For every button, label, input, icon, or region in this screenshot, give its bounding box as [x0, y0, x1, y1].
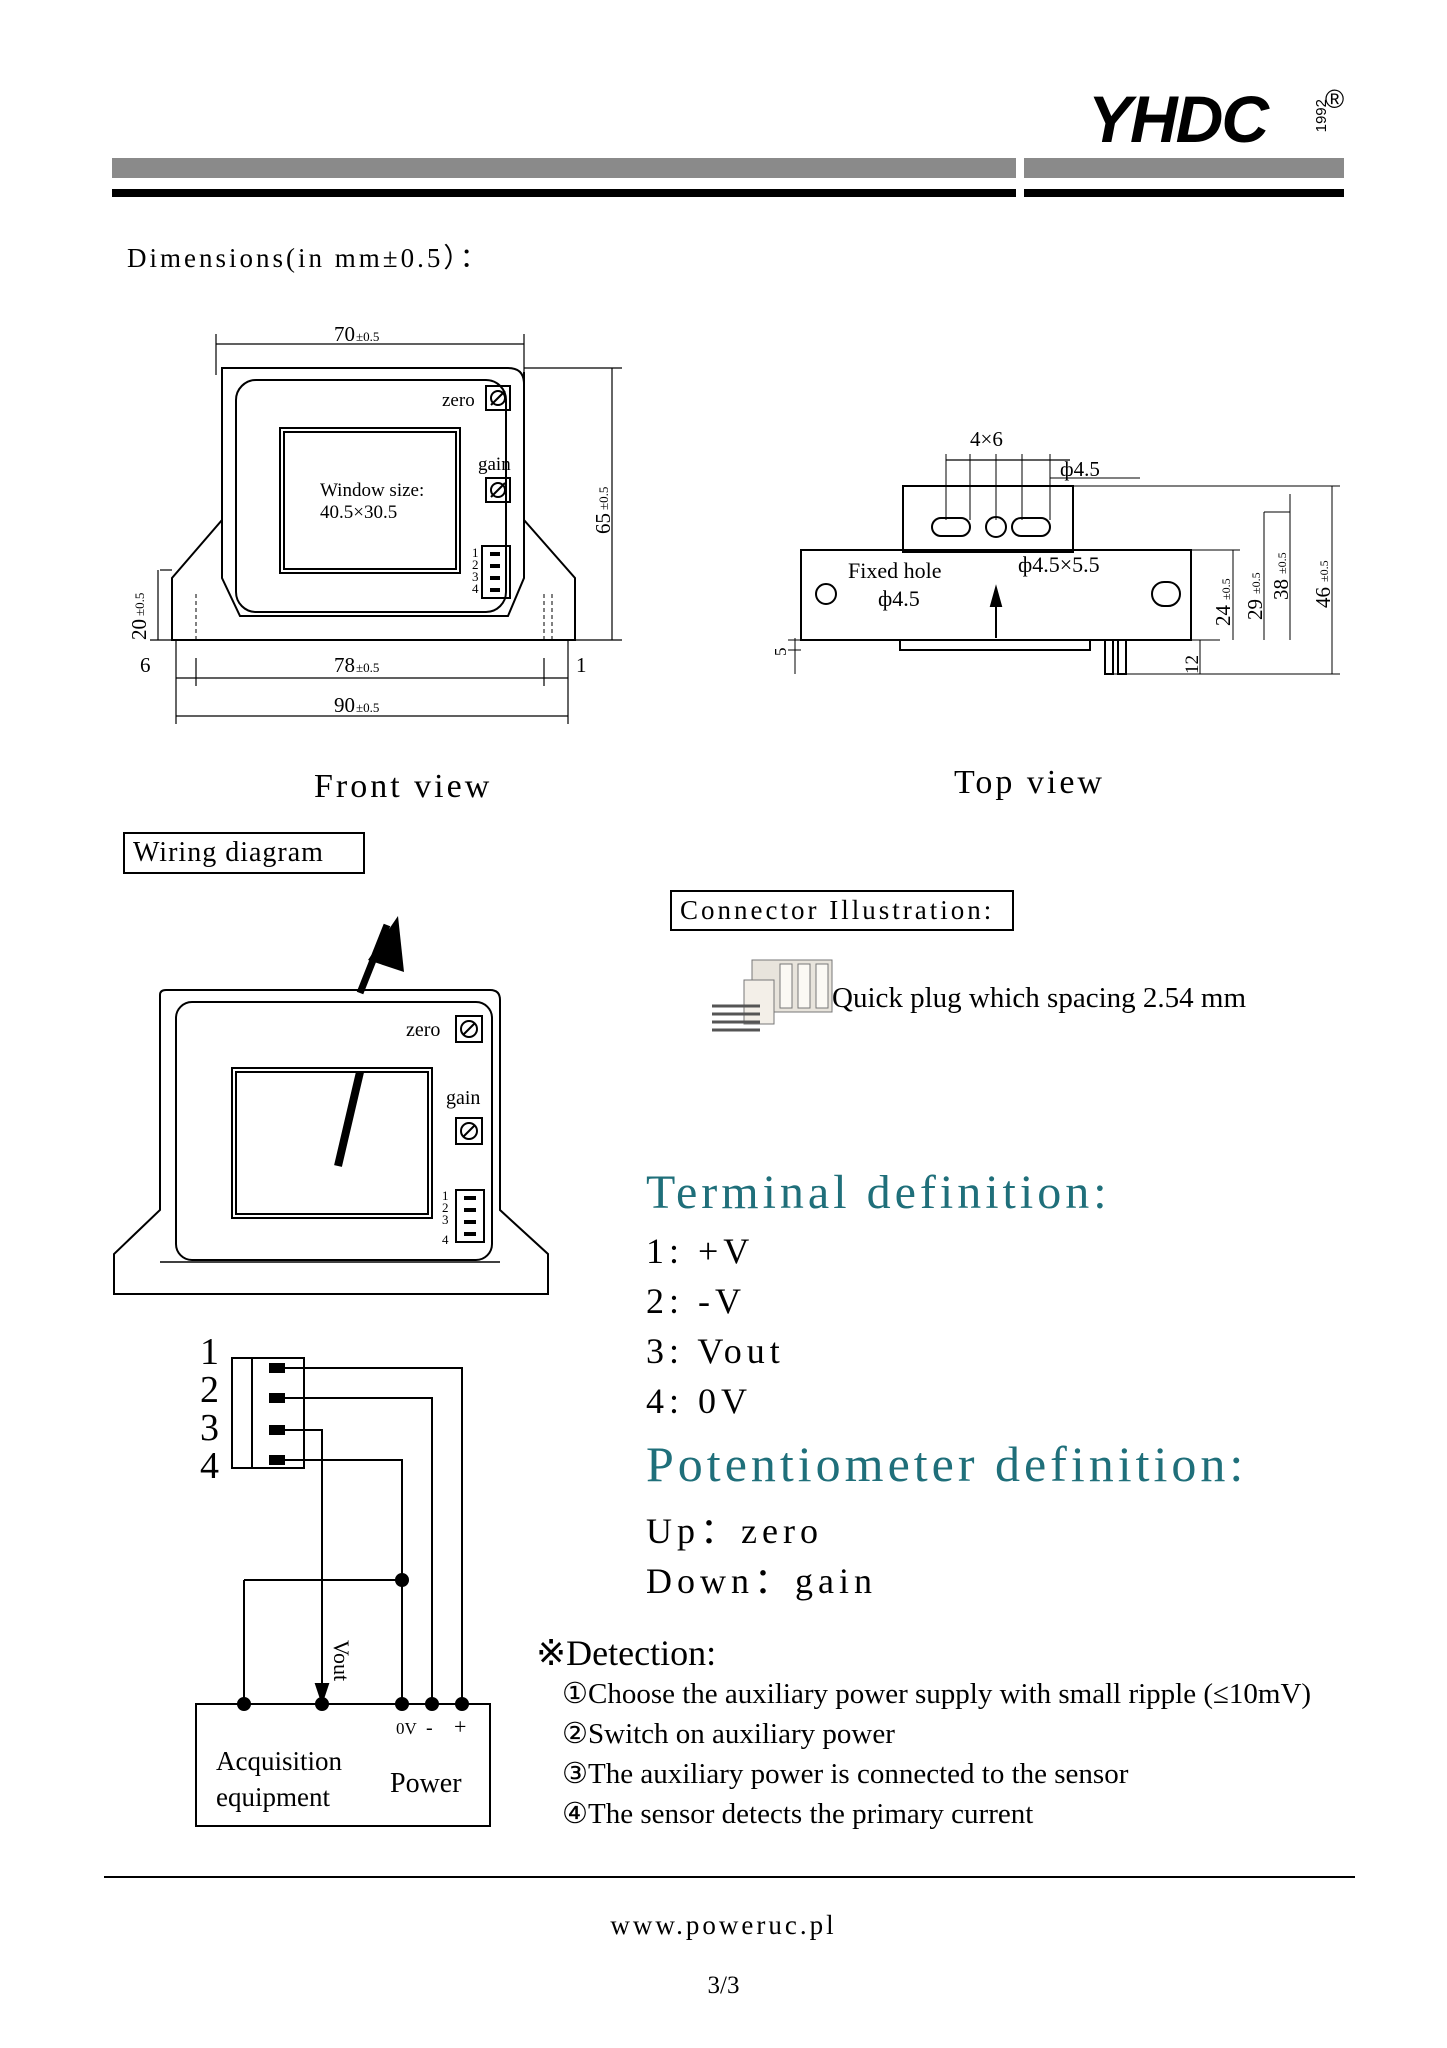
terminal-item-4: 4: 0V [646, 1381, 752, 1421]
dim-12: 12 [1182, 655, 1203, 674]
terminal-definition-title: Terminal definition: [646, 1166, 1111, 1219]
schematic-pin-4: 4 [200, 1445, 219, 1487]
dim-29: 29 [1243, 599, 1267, 620]
detection-step-3: ③The auxiliary power is connected to the… [562, 1758, 1129, 1790]
header-band-grey-left [112, 158, 1016, 178]
zero-label-front: zero [442, 390, 475, 411]
dim-70: 70 [334, 322, 355, 346]
dim-70-tol: ±0.5 [356, 329, 379, 344]
power-0v-label: 0V [396, 1719, 418, 1738]
terminal-item-2: 2: -V [646, 1281, 746, 1321]
pin-1: 1 [472, 545, 479, 560]
dim-46-tol: ±0.5 [1317, 560, 1331, 582]
front-view-label: Front view [314, 768, 493, 805]
schematic-pin-2: 2 [200, 1369, 219, 1411]
wiring-pin-small-2: 2 [442, 1200, 449, 1215]
dim-90-tol: ±0.5 [356, 700, 379, 715]
potentiometer-item-down: Down：gain [646, 1561, 877, 1601]
registered-mark: ® [1325, 84, 1345, 114]
gain-label-front: gain [478, 454, 511, 475]
detection-step-4: ④The sensor detects the primary current [562, 1798, 1034, 1830]
zero-label-wiring: zero [406, 1019, 440, 1041]
dimensions-title: Dimensions(in mm±0.5）： [127, 243, 490, 273]
power-label: Power [390, 1768, 462, 1799]
footer-url: www.poweruc.pl [610, 1910, 837, 1940]
wiring-drawing [113, 916, 549, 1827]
acquisition-label-1: Acquisition [216, 1746, 342, 1776]
connector-description: Quick plug which spacing 2.54 mm [832, 982, 1247, 1014]
top-view-drawing [788, 454, 1340, 675]
dim-65-tol: ±0.5 [596, 487, 611, 510]
dim-65: 65 [591, 513, 615, 534]
top-view-label: Top view [954, 764, 1105, 801]
connector-picture [712, 959, 833, 1032]
dim-5: 5 [771, 648, 790, 657]
potentiometer-item-up: Up：zero [646, 1511, 823, 1551]
fixed-hole-label: Fixed hole [848, 558, 942, 583]
header-band-black-right [1024, 189, 1344, 197]
pin-4: 4 [472, 581, 479, 596]
pin-3: 3 [472, 569, 479, 584]
window-size-label: Window size: [320, 480, 424, 501]
dim-29-tol: ±0.5 [1249, 572, 1263, 594]
window-size-value: 40.5×30.5 [320, 502, 397, 523]
pin-2: 2 [472, 557, 479, 572]
brand-logo: YHDC [1088, 82, 1269, 156]
fixed-hole-size: ф4.5 [878, 586, 920, 611]
connector-illustration-label: Connector Illustration: [670, 890, 1014, 931]
wiring-pin-small-4: 4 [442, 1232, 449, 1247]
slots-label: 4×6 [970, 427, 1003, 451]
slot-size-label: ф4.5×5.5 [1018, 552, 1100, 577]
detection-step-1: ①Choose the auxiliary power supply with … [562, 1678, 1312, 1710]
dim-46: 46 [1311, 587, 1335, 608]
power-plus-label: + [454, 1714, 466, 1739]
schematic-pin-1: 1 [200, 1331, 219, 1373]
schematic-pin-3: 3 [200, 1407, 219, 1449]
header-band-black-left [112, 189, 1016, 197]
dim-20: 20 [127, 619, 151, 640]
dim-78: 78 [334, 653, 355, 677]
dim-38: 38 [1269, 579, 1293, 600]
wiring-pin-small-3: 3 [442, 1212, 449, 1227]
hole-top-label: ф4.5 [1060, 457, 1100, 481]
acquisition-label-2: equipment [216, 1782, 330, 1812]
wiring-pin-small-1: 1 [442, 1188, 449, 1203]
front-view-drawing [150, 334, 622, 724]
wiring-diagram-label: Wiring diagram [123, 832, 365, 874]
dim-90: 90 [334, 693, 355, 717]
detection-title: ※Detection: [536, 1633, 717, 1673]
terminal-item-1: 1: +V [646, 1231, 755, 1271]
dim-38-tol: ±0.5 [1275, 552, 1289, 574]
terminal-item-3: 3: Vout [646, 1331, 785, 1371]
dim-6: 6 [140, 653, 151, 677]
potentiometer-definition-title: Potentiometer definition: [646, 1436, 1248, 1492]
dim-24: 24 [1211, 605, 1235, 627]
detection-step-2: ②Switch on auxiliary power [562, 1718, 895, 1750]
footer-divider [104, 1876, 1355, 1878]
dim-24-tol: ±0.5 [1219, 578, 1233, 600]
dim-1: 1 [576, 653, 587, 677]
dim-78-tol: ±0.5 [356, 660, 379, 675]
gain-label-wiring: gain [446, 1087, 480, 1109]
dim-20-tol: ±0.5 [132, 593, 147, 616]
power-minus-label: - [426, 1717, 433, 1739]
page-number: 3/3 [707, 1972, 740, 1999]
header-band-grey-right [1024, 158, 1344, 178]
vout-label: Vout [329, 1640, 354, 1681]
